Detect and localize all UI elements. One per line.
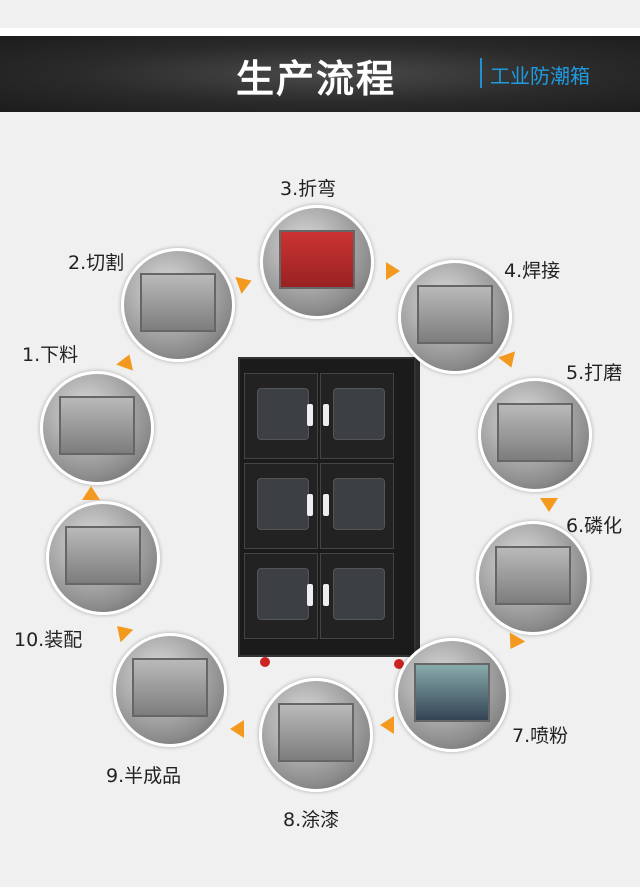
cabinet-door <box>320 553 394 639</box>
step-label-2: 2.切割 <box>68 252 125 274</box>
step-label-8: 8.涂漆 <box>283 809 340 831</box>
caster-wheel <box>394 659 404 669</box>
cabinet-door <box>320 373 394 459</box>
step-label-1: 1.下料 <box>22 344 79 366</box>
cabinet-door <box>244 463 318 549</box>
dry-cabinet-product-image <box>238 357 416 669</box>
flow-arrow-icon <box>386 262 400 280</box>
flow-arrow-icon <box>230 720 244 738</box>
cabinet-door <box>244 553 318 639</box>
step-photo-10 <box>46 501 160 615</box>
step-photo-1 <box>40 371 154 485</box>
caster-wheel <box>260 657 270 667</box>
flow-arrow-icon <box>235 272 255 294</box>
flow-arrow-icon <box>502 632 526 654</box>
flow-arrow-icon <box>498 351 520 371</box>
flow-arrow-icon <box>110 619 134 643</box>
flow-arrow-icon <box>116 351 138 371</box>
step-photo-8 <box>259 678 373 792</box>
step-label-9: 9.半成品 <box>106 765 182 787</box>
step-label-4: 4.焊接 <box>504 260 561 282</box>
cabinet-door <box>244 373 318 459</box>
step-photo-7 <box>395 638 509 752</box>
flow-arrow-icon <box>82 486 100 500</box>
step-label-6: 6.磷化 <box>566 515 623 537</box>
step-photo-4 <box>398 260 512 374</box>
step-label-10: 10.装配 <box>14 629 83 651</box>
step-photo-3 <box>260 205 374 319</box>
header-banner: 生产流程 工业防潮箱 <box>0 36 640 112</box>
step-label-3: 3.折弯 <box>280 178 337 200</box>
step-label-5: 5.打磨 <box>566 362 623 384</box>
step-photo-6 <box>476 521 590 635</box>
title-divider <box>480 58 482 88</box>
top-strip <box>0 28 640 36</box>
step-photo-2 <box>121 248 235 362</box>
flow-arrow-icon <box>540 498 558 512</box>
page-subtitle: 工业防潮箱 <box>490 64 590 88</box>
cabinet-door <box>320 463 394 549</box>
step-photo-9 <box>113 633 227 747</box>
step-label-7: 7.喷粉 <box>512 725 569 747</box>
page-title: 生产流程 <box>236 57 397 101</box>
flow-arrow-icon <box>380 716 394 734</box>
step-photo-5 <box>478 378 592 492</box>
